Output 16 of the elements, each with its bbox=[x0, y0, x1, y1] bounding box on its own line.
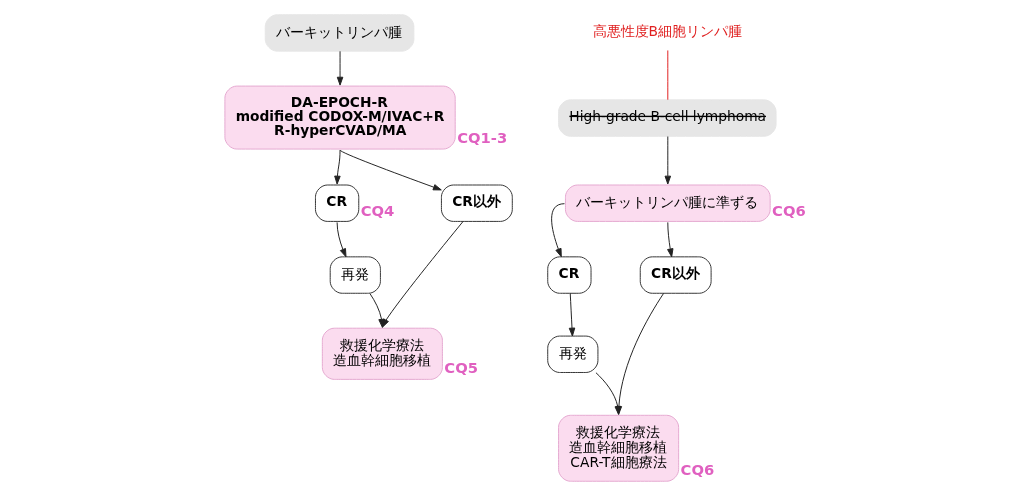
arrow bbox=[336, 50, 344, 86]
arrow bbox=[667, 221, 674, 258]
arrow bbox=[568, 292, 576, 337]
node-label: CQ1-3 bbox=[457, 129, 508, 147]
arrow bbox=[369, 293, 385, 328]
node-label: CQ6 bbox=[772, 201, 806, 219]
arrow bbox=[551, 203, 565, 258]
connector bbox=[667, 49, 669, 101]
node-label: CQ5 bbox=[444, 359, 479, 377]
node-text: 高悪性度B細胞リンパ腫 bbox=[592, 23, 742, 40]
arrow bbox=[664, 136, 672, 185]
arrow bbox=[336, 221, 347, 258]
node-label: CQ4 bbox=[360, 201, 395, 219]
arrow bbox=[339, 149, 442, 191]
arrow bbox=[334, 149, 341, 185]
node-label: CQ6 bbox=[680, 461, 715, 479]
